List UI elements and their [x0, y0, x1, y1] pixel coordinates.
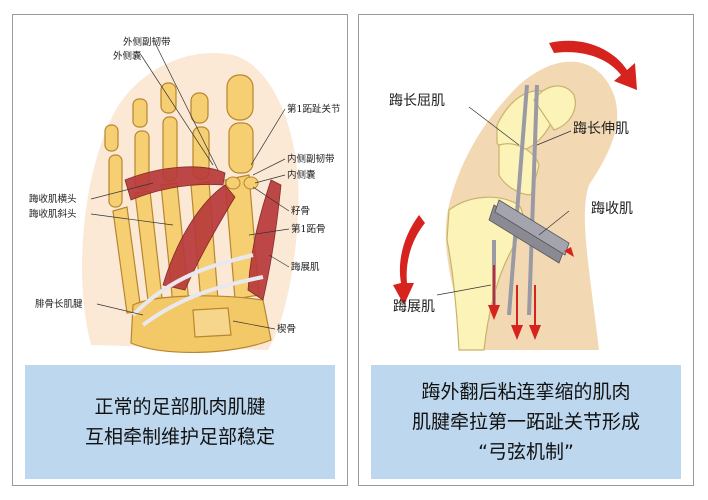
left-panel-normal-foot: 外侧副韧带 外侧囊 第1跖趾关节 内侧副韧带 内侧囊 踇收肌横头 踇收肌斜头 籽… [12, 14, 348, 486]
label-first-mtp-joint: 第1跖趾关节 [287, 103, 341, 115]
right-panel-bowstring: 踇长屈肌 踇长伸肌 踇收肌 踇展肌 踇外翻后粘连挛缩的肌肉 肌腱牵拉第一跖趾关节… [358, 14, 694, 486]
right-caption-line-2: 肌腱牵拉第一跖趾关节形成 [411, 411, 640, 433]
bowstring-illustration: 踇长屈肌 踇长伸肌 踇收肌 踇展肌 [389, 40, 637, 351]
right-caption-line-3: “弓弦机制” [478, 441, 574, 463]
label-medial-capsule: 内侧囊 [287, 169, 316, 181]
label-cuneiform: 楔骨 [277, 323, 296, 335]
label-peroneus-longus-tendon: 腓骨长肌腱 [35, 298, 83, 310]
left-caption-line-2: 互相牵制维护足部稳定 [84, 426, 275, 448]
label-lateral-capsule: 外侧囊 [113, 50, 142, 62]
adductor-bundle [488, 199, 570, 264]
label-lateral-collateral-ligament: 外侧副韧带 [123, 36, 171, 48]
leader-lines [436, 106, 572, 296]
normal-foot-illustration: 外侧副韧带 外侧囊 第1跖趾关节 内侧副韧带 内侧囊 踇收肌横头 踇收肌斜头 籽… [29, 36, 341, 354]
label-adductor-hallucis: 踇收肌 [591, 201, 633, 217]
label-sesamoid: 籽骨 [291, 205, 310, 217]
label-abductor: 踇展肌 [291, 261, 320, 273]
label-adductor-transverse-head: 踇收肌横头 [29, 193, 77, 205]
label-extensor-hallucis-longus: 踇长伸肌 [573, 121, 629, 137]
left-caption: 正常的足部肌肉肌腱 互相牵制维护足部稳定 [25, 365, 335, 479]
force-arrows [393, 40, 637, 305]
sesamoid-bones [225, 176, 259, 190]
tendons [131, 253, 264, 327]
bones [446, 85, 576, 351]
muscles [124, 166, 282, 301]
leader-lines [90, 42, 290, 330]
left-caption-line-1: 正常的足部肌肉肌腱 [94, 396, 266, 418]
phalanx-bones [104, 74, 254, 208]
label-medial-collateral-ligament: 内侧副韧带 [287, 153, 335, 165]
label-adductor-oblique-head: 踇收肌斜头 [29, 208, 77, 220]
downward-arrows [488, 265, 541, 340]
label-flexor-hallucis-longus: 踇长屈肌 [389, 93, 445, 109]
right-caption: 踇外翻后粘连挛缩的肌肉 肌腱牵拉第一跖趾关节形成 “弓弦机制” [371, 365, 681, 479]
right-caption-line-1: 踇外翻后粘连挛缩的肌肉 [421, 381, 631, 403]
label-abductor-hallucis: 踇展肌 [393, 299, 435, 315]
label-first-metatarsal: 第1跖骨 [291, 223, 326, 235]
